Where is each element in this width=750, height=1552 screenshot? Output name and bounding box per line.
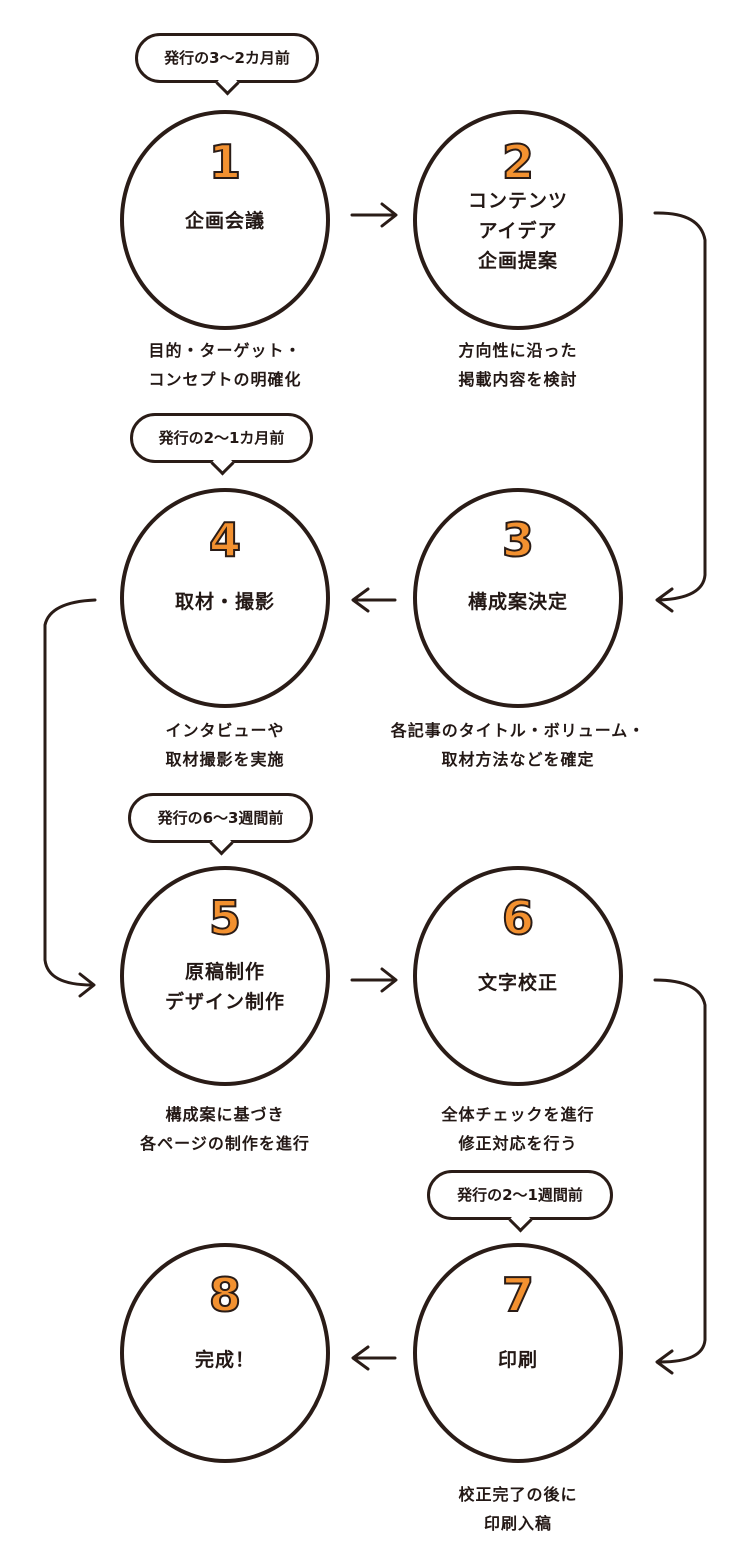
step-number: 3 bbox=[501, 513, 535, 567]
step-7-circle: 7 印刷 bbox=[413, 1243, 623, 1463]
desc-line: 校正完了の後に bbox=[458, 1485, 578, 1504]
arrow-3-to-4 bbox=[351, 587, 397, 613]
arrow-1-to-2 bbox=[350, 202, 398, 228]
timing-bubble-step-5: 発行の6〜3週間前 bbox=[128, 793, 313, 843]
step-title: コンテンツ アイデア 企画提案 bbox=[417, 186, 619, 276]
step-8-circle: 8 完成！ bbox=[120, 1243, 330, 1463]
step-title: 取材・撮影 bbox=[174, 591, 275, 613]
step-4-description: インタビューや 取材撮影を実施 bbox=[85, 716, 365, 774]
timing-bubble-step-7: 発行の2〜1週間前 bbox=[427, 1170, 613, 1220]
step-number: 1 bbox=[208, 135, 242, 189]
step-number: 2 bbox=[501, 135, 535, 189]
desc-line: 取材撮影を実施 bbox=[165, 750, 285, 769]
desc-line: 各記事のタイトル・ボリューム・ bbox=[390, 721, 646, 740]
arrow-5-to-6 bbox=[350, 967, 398, 993]
step-title: 企画会議 bbox=[184, 210, 265, 232]
step-6-circle: 6 文字校正 bbox=[413, 866, 623, 1086]
timing-bubble-step-4: 発行の2〜1カ月前 bbox=[130, 413, 313, 463]
title-line: デザイン制作 bbox=[164, 991, 285, 1013]
step-5-description: 構成案に基づき 各ページの制作を進行 bbox=[85, 1100, 365, 1158]
desc-line: 目的・ターゲット・ bbox=[148, 341, 302, 360]
arrow-7-to-8 bbox=[351, 1345, 397, 1371]
step-1-description: 目的・ターゲット・ コンセプトの明確化 bbox=[85, 336, 365, 394]
arrow-4-to-5 bbox=[43, 598, 97, 998]
title-line: 企画提案 bbox=[477, 250, 558, 272]
step-title: 完成！ bbox=[194, 1349, 255, 1371]
step-1-circle: 1 企画会議 bbox=[120, 110, 330, 330]
desc-line: インタビューや bbox=[165, 721, 285, 740]
title-line: アイデア bbox=[478, 220, 558, 242]
step-number: 4 bbox=[208, 513, 242, 567]
title-line: コンテンツ bbox=[467, 190, 568, 212]
step-number: 8 bbox=[208, 1268, 242, 1322]
step-7-description: 校正完了の後に 印刷入稿 bbox=[378, 1480, 658, 1538]
desc-line: 掲載内容を検討 bbox=[458, 370, 578, 389]
timing-bubble-step-1: 発行の3〜2カ月前 bbox=[135, 33, 319, 83]
step-5-circle: 5 原稿制作 デザイン制作 bbox=[120, 866, 330, 1086]
step-3-description: 各記事のタイトル・ボリューム・ 取材方法などを確定 bbox=[358, 716, 678, 774]
desc-line: 各ページの制作を進行 bbox=[140, 1134, 310, 1153]
desc-line: 構成案に基づき bbox=[165, 1105, 285, 1124]
desc-line: 修正対応を行う bbox=[458, 1134, 578, 1153]
step-title: 構成案決定 bbox=[467, 591, 568, 613]
desc-line: 取材方法などを確定 bbox=[441, 750, 595, 769]
desc-line: 全体チェックを進行 bbox=[441, 1105, 595, 1124]
step-number: 6 bbox=[501, 891, 535, 945]
step-number: 5 bbox=[208, 891, 242, 945]
step-3-circle: 3 構成案決定 bbox=[413, 488, 623, 708]
desc-line: 方向性に沿った bbox=[458, 341, 578, 360]
title-line: 原稿制作 bbox=[184, 961, 265, 983]
step-2-description: 方向性に沿った 掲載内容を検討 bbox=[378, 336, 658, 394]
step-title: 原稿制作 デザイン制作 bbox=[124, 957, 326, 1017]
desc-line: 印刷入稿 bbox=[483, 1514, 552, 1533]
step-title: 文字校正 bbox=[477, 972, 558, 994]
desc-line: コンセプトの明確化 bbox=[148, 370, 302, 389]
step-6-description: 全体チェックを進行 修正対応を行う bbox=[378, 1100, 658, 1158]
step-title: 印刷 bbox=[497, 1349, 538, 1371]
step-4-circle: 4 取材・撮影 bbox=[120, 488, 330, 708]
step-2-circle: 2 コンテンツ アイデア 企画提案 bbox=[413, 110, 623, 330]
arrow-6-to-7 bbox=[653, 978, 707, 1375]
step-number: 7 bbox=[501, 1268, 535, 1322]
arrow-2-to-3 bbox=[653, 211, 707, 613]
